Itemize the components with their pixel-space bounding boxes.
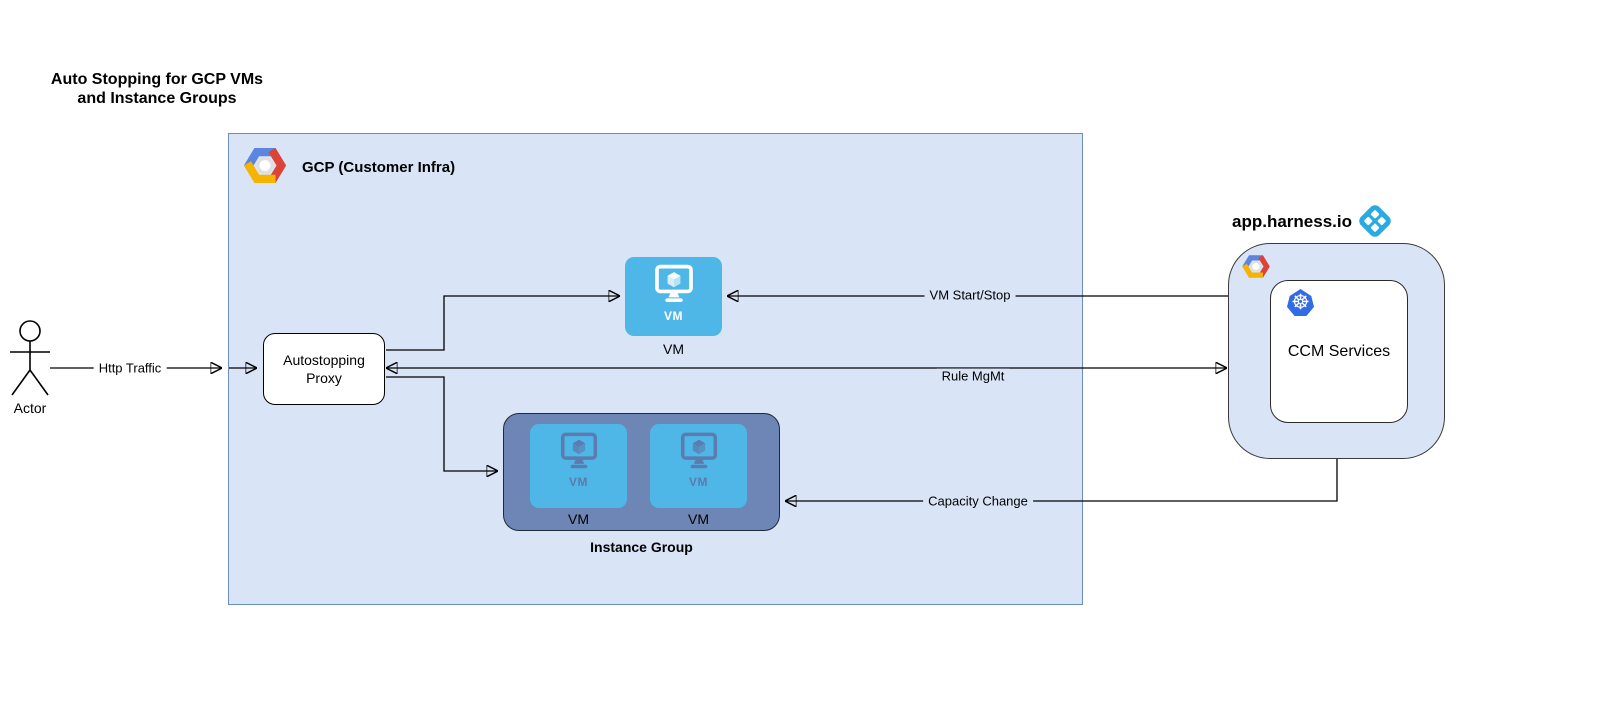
vm-badge: VM xyxy=(689,475,708,489)
ccm-services-node: CCM Services xyxy=(1270,280,1408,423)
vm-caption: VM xyxy=(663,341,684,357)
diagram-title: Auto Stopping for GCP VMs and Instance G… xyxy=(36,70,278,108)
ccm-services-label: CCM Services xyxy=(1287,342,1391,360)
instance-group-vm-2: VM xyxy=(650,424,747,508)
actor-label: Actor xyxy=(13,400,47,416)
diagram-title-line1: Auto Stopping for GCP VMs xyxy=(50,71,264,88)
vm-monitor-icon xyxy=(677,432,721,472)
proxy-label-line2: Proxy xyxy=(306,370,342,386)
instance-group-vm-1-caption: VM xyxy=(568,511,589,527)
gcp-logo-icon-small xyxy=(1241,253,1271,280)
actor-icon xyxy=(10,320,50,396)
proxy-label-line1: Autostopping xyxy=(283,352,365,368)
gcp-container-label: GCP (Customer Infra) xyxy=(302,159,456,176)
diagram-title-line2: and Instance Groups xyxy=(77,90,237,107)
autostopping-proxy-node: Autostopping Proxy xyxy=(263,333,385,405)
edge-label-vm-start-stop: VM Start/Stop xyxy=(924,287,1016,303)
instance-group-caption: Instance Group xyxy=(590,539,693,555)
edge-label-http-traffic: Http Traffic xyxy=(93,360,167,376)
instance-group-vm-2-caption: VM xyxy=(688,511,709,527)
harness-logo-icon xyxy=(1356,202,1394,240)
vm-node: VM xyxy=(625,257,722,336)
vm-monitor-icon xyxy=(557,432,601,472)
edge-label-rule-mgmt: Rule MgMt xyxy=(936,368,1010,384)
vm-monitor-icon xyxy=(651,264,697,306)
instance-group: VM VM VM VM xyxy=(503,413,780,531)
instance-group-vm-1: VM xyxy=(530,424,627,508)
harness-title: app.harness.io xyxy=(1232,212,1352,231)
vm-badge: VM xyxy=(569,475,588,489)
edge-label-capacity-change: Capacity Change xyxy=(923,493,1033,509)
gcp-logo-icon xyxy=(242,145,288,186)
vm-badge: VM xyxy=(664,309,683,323)
